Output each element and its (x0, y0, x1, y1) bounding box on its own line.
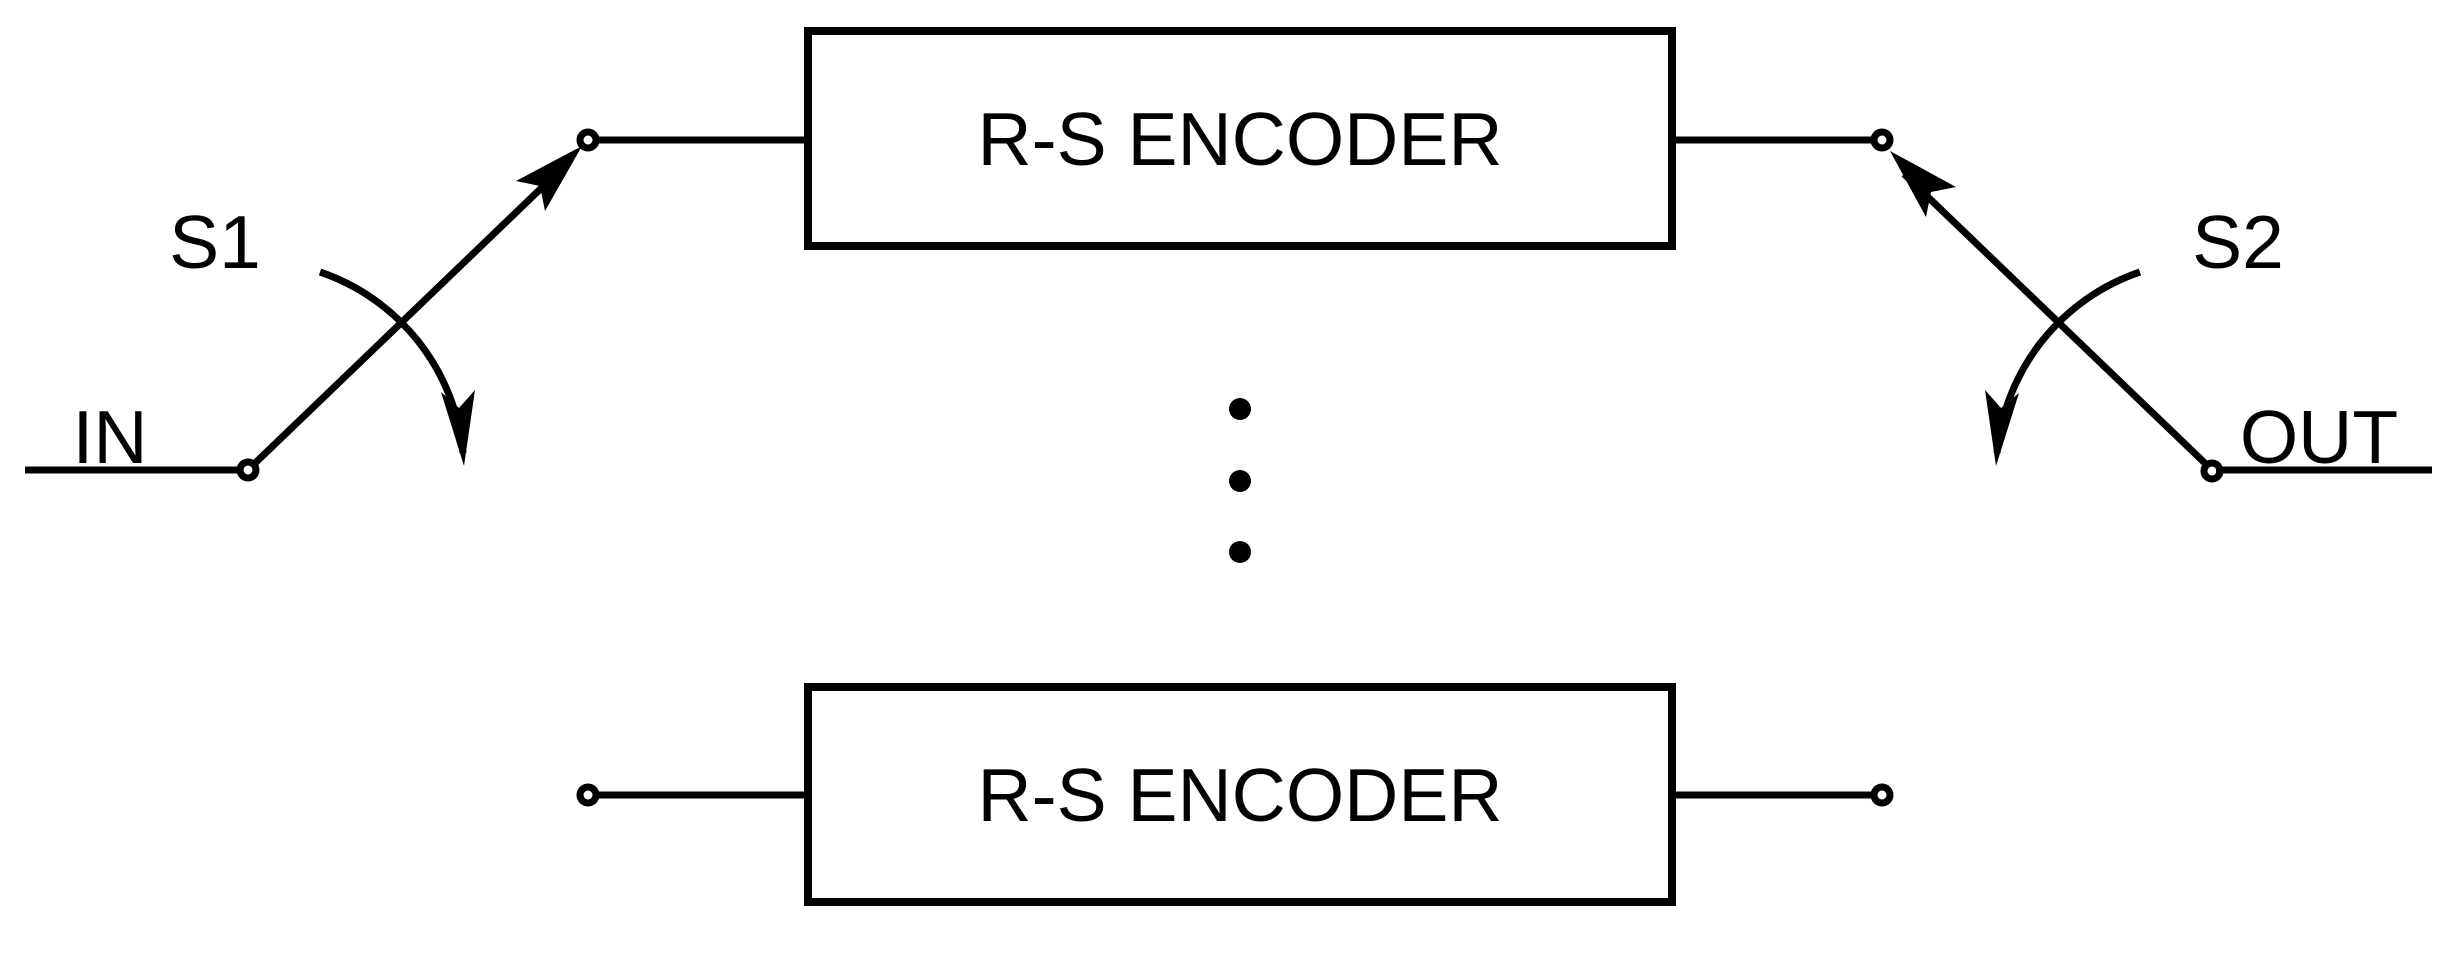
encoder-top: R-S ENCODER (576, 27, 1894, 250)
s1-arm-arrowhead-icon (516, 146, 582, 211)
encoder-bottom-label: R-S ENCODER (977, 753, 1502, 837)
switch-s1: S1 (169, 146, 582, 482)
encoder-top-input-terminal (576, 128, 600, 152)
s2-arc-arrowhead-icon (1985, 390, 2019, 466)
encoder-top-label: R-S ENCODER (977, 97, 1502, 181)
switch-s2: S2 (1890, 151, 2284, 483)
s2-rotation-arc (1993, 268, 2142, 454)
s2-label: S2 (2192, 200, 2284, 284)
encoder-bottom: R-S ENCODER (576, 683, 1894, 906)
ellipsis-dot (1229, 541, 1251, 563)
s2-arm-arrowhead-icon (1890, 151, 1956, 217)
s1-arc-arrowhead-icon (441, 390, 475, 466)
encoder-bottom-box (804, 683, 1676, 906)
output-port: OUT (2216, 395, 2432, 479)
s1-label: S1 (169, 200, 261, 284)
s1-rotation-arc (318, 268, 467, 454)
input-port: IN (25, 395, 244, 479)
in-label: IN (73, 395, 148, 479)
encoder-bottom-input-terminal (576, 783, 600, 807)
ellipsis-dot (1229, 470, 1251, 492)
encoder-bottom-output-terminal (1870, 783, 1894, 807)
ellipsis (1229, 398, 1251, 563)
out-label: OUT (2240, 395, 2398, 479)
ellipsis-dot (1229, 398, 1251, 420)
encoder-top-output-terminal (1870, 128, 1894, 152)
encoder-top-box (804, 27, 1676, 250)
s1-pivot-terminal (236, 458, 260, 482)
